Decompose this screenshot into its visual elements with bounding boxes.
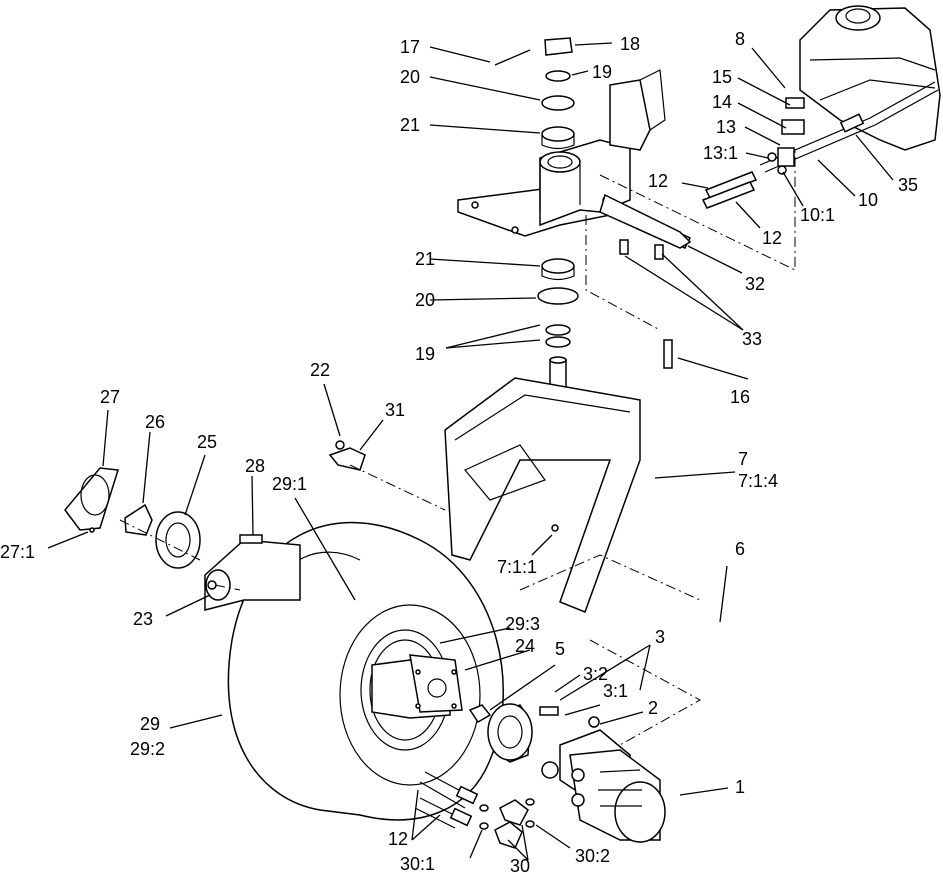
callout-30-1: 30:1 bbox=[400, 854, 435, 874]
callout-20-top: 20 bbox=[400, 67, 420, 87]
callout-12-lower: 12 bbox=[388, 829, 408, 849]
callout-labels: 17 18 19 20 21 21 20 19 16 8 15 14 13 13… bbox=[0, 29, 918, 876]
callout-10: 10 bbox=[858, 190, 878, 210]
callout-33: 33 bbox=[742, 329, 762, 349]
callout-28: 28 bbox=[245, 456, 265, 476]
callout-3-1: 3:1 bbox=[603, 681, 628, 701]
callout-7-1-1: 7:1:1 bbox=[497, 557, 537, 577]
leader-lines bbox=[47, 42, 894, 861]
callout-20-bottom: 20 bbox=[415, 290, 435, 310]
callout-12-upper-right: 12 bbox=[762, 228, 782, 248]
hydraulic-tank bbox=[799, 5, 941, 151]
callout-21-bottom: 21 bbox=[415, 249, 435, 269]
callout-18: 18 bbox=[620, 34, 640, 54]
callout-21-top: 21 bbox=[400, 115, 420, 135]
callout-31: 31 bbox=[385, 400, 405, 420]
caster-mount-bracket bbox=[457, 69, 692, 249]
callout-23: 23 bbox=[133, 609, 153, 629]
callout-13: 13 bbox=[716, 117, 736, 137]
bolts-16-33 bbox=[619, 239, 673, 369]
callout-27-1: 27:1 bbox=[0, 542, 35, 562]
callout-3-2: 3:2 bbox=[583, 664, 608, 684]
bearing-stack bbox=[494, 37, 579, 348]
callout-6: 6 bbox=[735, 539, 745, 559]
callout-29-2: 29:2 bbox=[130, 739, 165, 759]
callout-3: 3 bbox=[655, 627, 665, 647]
callout-7-1-4: 7:1:4 bbox=[738, 471, 778, 491]
callout-14: 14 bbox=[712, 92, 732, 112]
callout-27: 27 bbox=[100, 387, 120, 407]
hydraulic-motor bbox=[468, 703, 666, 843]
callout-7: 7 bbox=[738, 449, 748, 469]
upper-hoses bbox=[701, 81, 939, 209]
callout-25: 25 bbox=[197, 432, 217, 452]
callout-8: 8 bbox=[735, 29, 745, 49]
callout-13-1: 13:1 bbox=[703, 143, 738, 163]
callout-10-1: 10:1 bbox=[800, 205, 835, 225]
callout-29: 29 bbox=[140, 714, 160, 734]
callout-30: 30 bbox=[510, 856, 530, 876]
callout-5: 5 bbox=[555, 639, 565, 659]
callout-26: 26 bbox=[145, 412, 165, 432]
callout-17: 17 bbox=[400, 37, 420, 57]
fittings-13-15 bbox=[767, 97, 805, 175]
callout-12-upper-left: 12 bbox=[648, 171, 668, 191]
callout-19-bottom: 19 bbox=[415, 344, 435, 364]
callout-19-top: 19 bbox=[592, 62, 612, 82]
callout-30-2: 30:2 bbox=[575, 846, 610, 866]
callout-29-1: 29:1 bbox=[272, 474, 307, 494]
callout-15: 15 bbox=[712, 67, 732, 87]
callout-16: 16 bbox=[730, 387, 750, 407]
callout-2: 2 bbox=[648, 698, 658, 718]
callout-35: 35 bbox=[898, 175, 918, 195]
callout-29-3: 29:3 bbox=[505, 614, 540, 634]
callout-1: 1 bbox=[735, 777, 745, 797]
callout-32: 32 bbox=[745, 274, 765, 294]
caster-fork bbox=[444, 356, 641, 613]
callout-24: 24 bbox=[515, 636, 535, 656]
callout-22: 22 bbox=[310, 360, 330, 380]
axle-assembly bbox=[64, 440, 366, 611]
lower-hoses-fittings bbox=[414, 771, 535, 849]
